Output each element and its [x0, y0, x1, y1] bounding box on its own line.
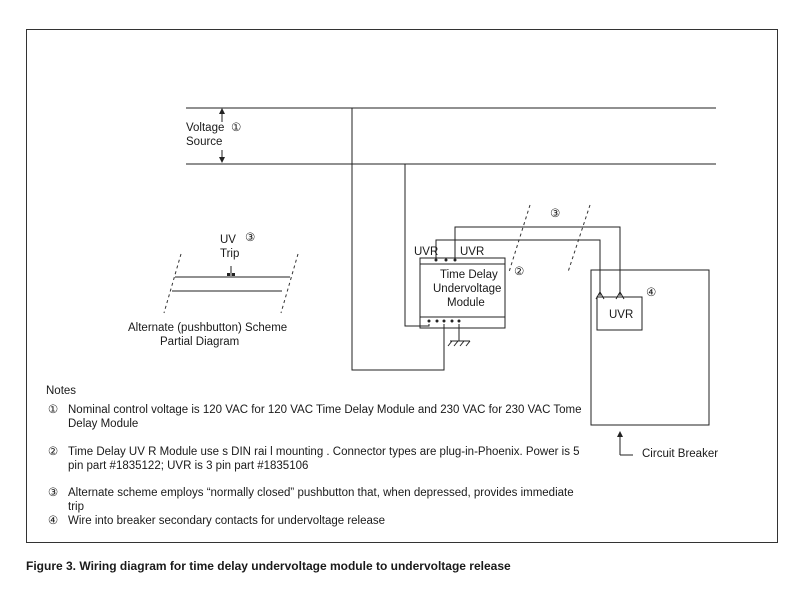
note-text: Alternate scheme employs “normally close…: [68, 487, 574, 513]
uv-trip-label: UV: [220, 234, 236, 246]
voltage-source-num: ①: [231, 122, 241, 134]
uv-trip-label-2: Trip: [220, 248, 239, 260]
time-delay-module-box: [419, 257, 506, 329]
wire-uvr-2: [454, 226, 621, 296]
uv-trip-num: ③: [245, 232, 255, 244]
note-num: ④: [47, 515, 59, 527]
note-num: ③: [47, 487, 59, 499]
wire-bottom-bus: [404, 164, 430, 327]
breaker-num: ④: [646, 287, 656, 299]
uvr-label-right: UVR: [460, 246, 484, 258]
module-label-3: Module: [447, 297, 485, 309]
breaker-arrowhead: [617, 431, 623, 437]
wire-uvr-1: [435, 239, 601, 296]
uvr-label-left: UVR: [414, 246, 438, 258]
scheme-num: ③: [550, 208, 560, 220]
voltage-source-label-2: Source: [186, 136, 222, 148]
module-label-2: Undervoltage: [433, 283, 501, 295]
arrowhead-up: [219, 108, 225, 114]
note-text: Wire into breaker secondary contacts for…: [68, 515, 386, 527]
alt-scheme-subtitle: Partial Diagram: [160, 336, 239, 348]
dashed-break-mid-1: [508, 204, 531, 273]
circuit-breaker-label: Circuit Breaker: [642, 448, 718, 460]
note-text: Time Delay UV R Module use s DIN rai l m…: [68, 446, 580, 472]
dashed-break-mid-2: [567, 204, 591, 273]
dashed-break-left-1: [163, 253, 182, 314]
arrowhead-down: [219, 157, 225, 163]
note-num: ②: [47, 446, 59, 458]
breaker-uvr-label: UVR: [609, 309, 633, 321]
figure-frame: [26, 29, 778, 543]
note-text: Nominal control voltage is 120 VAC for 1…: [68, 404, 582, 430]
notes-heading: Notes: [46, 385, 77, 397]
module-label-1: Time Delay: [440, 269, 498, 281]
figure-caption: Figure 3. Wiring diagram for time delay …: [26, 559, 511, 573]
dashed-break-left-2: [280, 253, 299, 314]
breaker-uvr-box: [596, 296, 643, 331]
module-num: ②: [514, 266, 524, 278]
note-num: ①: [47, 404, 59, 416]
circuit-breaker-box: [590, 269, 710, 426]
alt-scheme-title: Alternate (pushbutton) Scheme: [128, 322, 287, 334]
wire-top-bus: [351, 108, 445, 371]
voltage-source-label: Voltage: [186, 122, 224, 134]
